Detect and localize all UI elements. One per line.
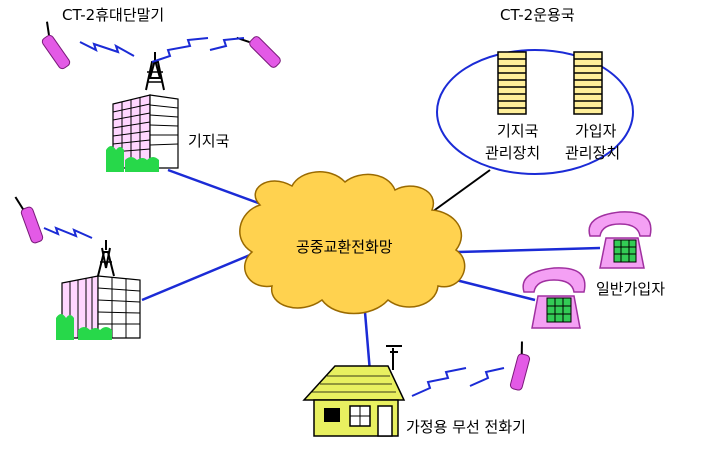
pstn-cloud (239, 171, 466, 315)
handset-title-label: CT-2휴대단말기 (62, 6, 165, 24)
radio-wave-icons (43, 37, 505, 397)
link-phone2-pstn (447, 276, 536, 302)
link-phone1-pstn (457, 246, 601, 254)
ct2-handset-icon (41, 21, 71, 70)
subscriber-mgmt-label-line2: 관리장치 (565, 144, 621, 162)
house-icon (302, 345, 406, 437)
link-ops-center-pstn (431, 169, 491, 213)
ct2-handset-icon (236, 36, 281, 68)
pstn-label: 공중교환전화망 (296, 238, 393, 256)
server-rack-icon (573, 51, 603, 115)
general-subscriber-label: 일반가입자 (596, 280, 666, 298)
base-station-building-icon (56, 240, 141, 340)
link-basestation2-pstn (141, 248, 263, 302)
home-cordless-phone-label: 가정용 무선 전화기 (406, 418, 526, 436)
subscriber-mgmt-label-line1: 가입자 (575, 122, 617, 140)
server-rack-icon (497, 51, 527, 115)
ct2-handset-icon (14, 196, 44, 244)
ct2-handset-icon (509, 341, 531, 391)
base-station-label: 기지국 (188, 132, 230, 150)
base-station-building-icon (106, 52, 179, 172)
desk-phone-icon (588, 211, 652, 269)
base-station-mgmt-label-line2: 관리장치 (485, 144, 541, 162)
base-station-mgmt-label-line1: 기지국 (497, 122, 539, 140)
link-house-pstn (363, 311, 372, 373)
operations-center-label: CT-2운용국 (500, 6, 575, 24)
desk-phone-icon (522, 267, 586, 329)
